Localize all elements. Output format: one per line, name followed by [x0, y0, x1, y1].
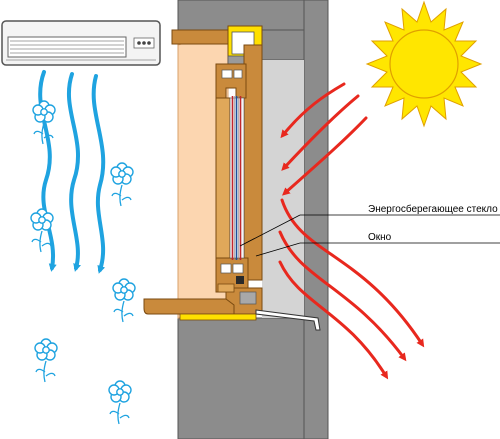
sash-stile: [215, 97, 231, 261]
wall: [177, 0, 329, 439]
sash-top-profile: [215, 63, 247, 99]
flower-icon: [112, 278, 136, 323]
window-label: Окно: [368, 232, 392, 243]
heat-arrow: [280, 82, 346, 139]
top-trim: [171, 29, 229, 45]
reflected-heat-arrow: [280, 198, 425, 348]
frame-jamb: [243, 44, 263, 281]
annotations: Энергосберегающее стекло Окно: [239, 203, 500, 257]
flower-icon: [34, 338, 58, 383]
wall-outer-face: [303, 0, 329, 439]
window-board: [143, 298, 235, 315]
window-frame: [143, 25, 321, 331]
glass-unit: [229, 96, 245, 260]
reflected-heat-arrow: [278, 230, 407, 362]
glass-label: Энергосберегающее стекло: [368, 203, 498, 215]
incoming-heat: [280, 82, 368, 196]
flowers: [30, 100, 136, 425]
heat-arrow: [282, 116, 368, 196]
heat-arrow: [281, 94, 360, 171]
cool-air-flow: [38, 70, 106, 274]
flower-icon: [110, 162, 134, 207]
sun-icon: [365, 0, 483, 128]
flower-icon: [108, 380, 132, 425]
reflected-heat-arrow: [278, 260, 389, 380]
cool-air-arrow: [66, 72, 81, 272]
drip-sill: [255, 309, 321, 331]
cool-air-arrow: [91, 74, 106, 274]
reflected-heat: [278, 198, 425, 380]
exterior-reveal: [262, 60, 304, 318]
window-leader-line: [255, 242, 301, 257]
glass-leader-line: [239, 214, 301, 247]
air-conditioner-icon: [1, 20, 161, 66]
wall-lower: [177, 317, 305, 439]
